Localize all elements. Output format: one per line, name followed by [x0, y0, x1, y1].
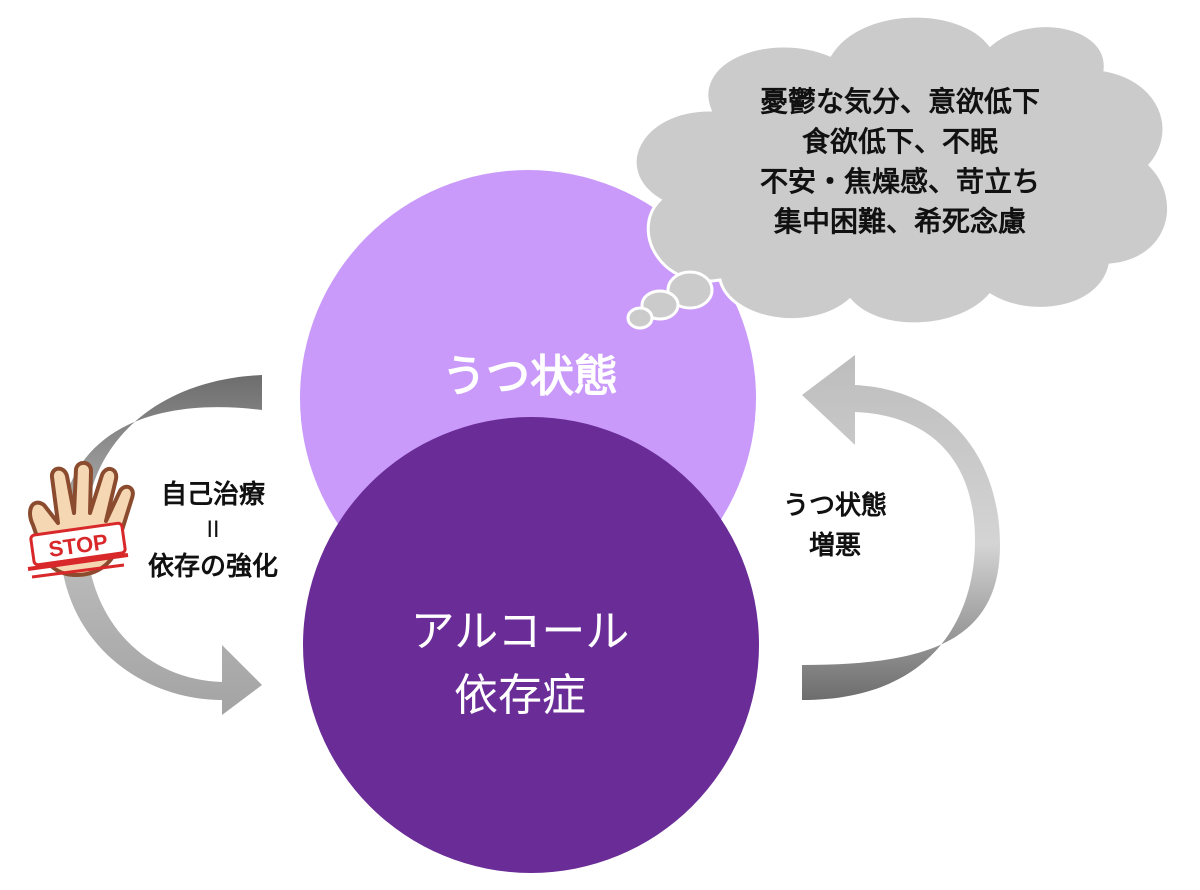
left-arrow-shape	[60, 375, 262, 715]
right-arrow-shape	[802, 355, 1000, 700]
depression-worsening-label: うつ状態 増悪	[755, 486, 915, 566]
alcohol-dependence-circle	[303, 417, 759, 873]
self-medication-line: 自己治療	[160, 480, 265, 510]
alcohol-dependence-label: アルコール 依存症	[340, 600, 700, 728]
left-cycle-arrow	[60, 375, 262, 715]
symptom-line: 食欲低下、不眠	[801, 125, 998, 158]
worsening-line-2: 増悪	[808, 531, 861, 561]
symptoms-list: 憂鬱な気分、意欲低下 食欲低下、不眠 不安・焦燥感、苛立ち 集中困難、希死念慮	[690, 82, 1110, 242]
symptom-line: 不安・焦燥感、苛立ち	[759, 165, 1040, 198]
equals-sign: II	[206, 518, 220, 543]
symptom-line: 憂鬱な気分、意欲低下	[759, 85, 1040, 118]
worsening-line-1: うつ状態	[782, 491, 887, 521]
depression-label: うつ状態	[442, 351, 618, 402]
alcohol-dependence-line-2: 依存症	[454, 670, 586, 721]
self-medication-label: 自己治療 II 依存の強化	[118, 476, 308, 586]
symptom-line: 集中困難、希死念慮	[773, 205, 1026, 238]
stop-hand-icon: STOP	[27, 460, 135, 579]
right-cycle-arrow	[802, 355, 1000, 700]
alcohol-dependence-line-1: アルコール	[410, 606, 630, 657]
dependence-reinforcement-line: 依存の強化	[147, 552, 278, 582]
symptoms-cloud	[626, 14, 1171, 330]
